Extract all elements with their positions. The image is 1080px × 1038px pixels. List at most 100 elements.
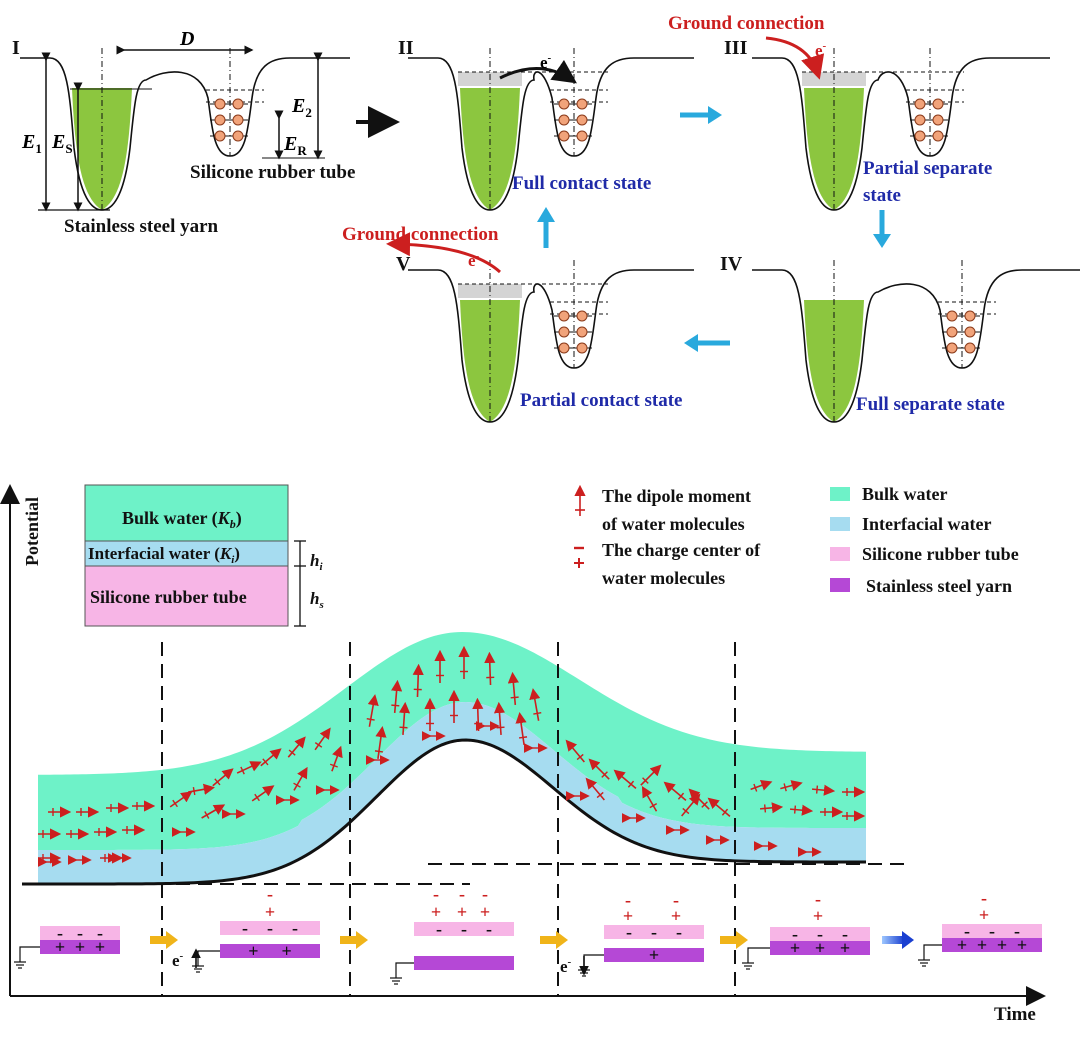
dipole-arrow — [515, 711, 527, 745]
electron — [914, 130, 926, 142]
steel-layer — [414, 956, 514, 970]
device-state-2: ---++-+ — [192, 884, 320, 973]
water-minus: - — [673, 890, 679, 910]
minus-sign: - — [57, 923, 63, 943]
electron — [214, 114, 226, 126]
minus-sign: - — [461, 919, 467, 939]
dipole-arrow-tick — [677, 792, 685, 800]
device-state-4: ---+--++ — [578, 890, 704, 977]
transition-arrow-blue — [882, 931, 914, 949]
dipole-arrow — [412, 663, 424, 698]
dipole-arrow-tick — [391, 704, 400, 707]
minus-sign: - — [817, 924, 823, 944]
electron — [576, 310, 588, 322]
dipole-arrow-tick — [374, 750, 384, 753]
electron — [558, 342, 570, 354]
electron — [932, 130, 944, 142]
panel-label-V: V — [396, 253, 411, 275]
ground-wire — [583, 954, 604, 960]
inset-interfacial-water: Interfacial water (Ki) — [88, 544, 240, 566]
electron — [576, 98, 588, 110]
dipole-arrow-tick — [399, 726, 408, 729]
dipole-arrow-tick — [601, 771, 608, 778]
dipole-arrow — [212, 768, 234, 787]
plus-sign: + — [790, 938, 800, 958]
electron — [558, 98, 570, 110]
dipole-arrow — [565, 739, 585, 763]
water-plus: + — [671, 906, 681, 926]
dipole-arrow — [811, 784, 836, 796]
electron — [558, 326, 570, 338]
plus-sign: + — [248, 941, 258, 961]
ground-wire — [197, 950, 220, 956]
inset-bulk-water: Bulk water (Kb) — [122, 508, 242, 531]
water-minus: - — [482, 884, 488, 904]
steel-layer — [220, 944, 320, 958]
steel-layer — [770, 941, 870, 955]
inset-h-i: hi — [310, 551, 323, 573]
symbol-ER: ER — [283, 133, 307, 158]
dipole-arrow-tick — [627, 780, 635, 788]
dipole-arrow — [472, 697, 484, 732]
dipole-arrow-tick — [763, 804, 767, 813]
steel-layer — [40, 940, 120, 954]
potential-bands — [21, 632, 867, 886]
electron-label-bottom-1: e- — [172, 950, 184, 970]
plus-sign: + — [95, 937, 105, 957]
panel-II-annotations: II e- Full contact state — [398, 37, 651, 194]
electron — [576, 326, 588, 338]
silicone-layer — [414, 922, 514, 936]
label-partial-separate-state-1: Partial separate — [863, 158, 992, 179]
ground-icon — [390, 968, 402, 985]
panel-I-annotations: I D E1 ES E2 ER Silicone rubber tube Sta… — [12, 28, 355, 237]
dipole-arrow — [707, 797, 731, 817]
silicone-layer — [40, 926, 120, 940]
inset-h-s: hs — [310, 589, 324, 611]
dipole-arrow-tick — [288, 749, 296, 756]
dipole-arrow-tick — [214, 778, 221, 786]
dipole-arrow — [493, 701, 506, 736]
legend: The dipole moment of water molecules The… — [574, 484, 1019, 596]
panel-label-IV: IV — [720, 253, 743, 275]
dipole-arrow — [367, 694, 379, 727]
water-minus: - — [433, 884, 439, 904]
silicone-layer — [770, 927, 870, 941]
electron — [914, 98, 926, 110]
dipole-arrow-tick — [649, 803, 658, 809]
dipole-arrow — [314, 727, 331, 751]
transition-arrow — [720, 931, 748, 949]
label-stainless-steel-yarn: Stainless steel yarn — [64, 216, 219, 237]
dipole-arrow — [750, 780, 773, 791]
device-states: ---+++---++-+------+++---+--++---+++-+--… — [14, 884, 1042, 985]
dipole-arrow — [641, 785, 658, 812]
well-outline — [20, 57, 350, 211]
water-plus: + — [623, 906, 633, 926]
electron — [964, 310, 976, 322]
legend-dipole-1: The dipole moment — [602, 486, 751, 506]
ground-icon — [742, 953, 754, 970]
device-state-5: ---+++-+ — [742, 889, 870, 970]
well-panel-IV — [752, 260, 1080, 423]
well-outline — [752, 57, 1050, 211]
plus-sign: + — [977, 935, 987, 955]
symbol-ES: ES — [51, 131, 73, 156]
silicone-layer — [942, 924, 1042, 938]
device-state-6: ---++++-+ — [918, 888, 1042, 967]
dipole-arrow — [251, 785, 275, 802]
silicone-layer — [220, 921, 320, 935]
electron — [232, 114, 244, 126]
legend-bulk-water: Bulk water — [862, 484, 948, 504]
dipole-arrow-tick — [510, 696, 519, 699]
electron-label-II: e- — [540, 52, 552, 72]
minus-sign: - — [267, 918, 273, 938]
minus-sign: - — [77, 923, 83, 943]
plus-sign: + — [55, 937, 65, 957]
water-plus: + — [457, 902, 467, 922]
panel-III-annotations: III Ground connection e- Partial separat… — [668, 13, 992, 206]
dipole-arrow-tick — [172, 799, 178, 808]
steel-layer — [942, 938, 1042, 952]
dipole-arrow — [759, 802, 784, 814]
water-minus: - — [267, 884, 273, 904]
panel-label-I: I — [12, 37, 20, 59]
